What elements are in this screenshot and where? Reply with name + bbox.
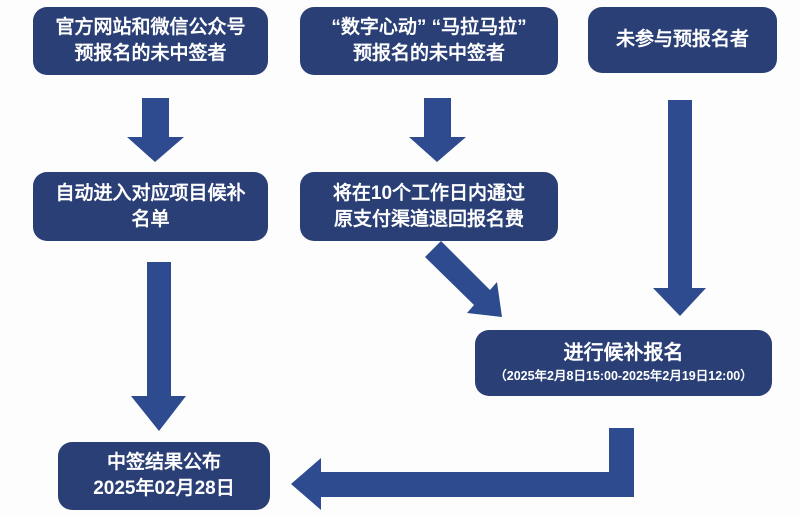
node-result-announcement: 中签结果公布 2025年02月28日 (58, 442, 270, 510)
node-text-line: 中签结果公布 (106, 452, 221, 474)
node-no-prereg: 未参与预报名者 (588, 7, 777, 73)
node-text-line: 未参与预报名者 (615, 29, 749, 51)
node-period: （2025年2月8日15:00-2025年2月19日12:00） (494, 369, 753, 384)
node-text-line: 2025年02月28日 (93, 478, 235, 499)
node-text-line: “数字心动” “马拉马拉” (331, 17, 527, 39)
node-refund: 将在10个工作日内通过 原支付渠道退回报名费 (300, 172, 558, 241)
node-text-line: 官方网站和微信公众号 (55, 17, 246, 39)
node-text-line: 原支付渠道退回报名费 (333, 208, 524, 230)
arrow-makeup-to-result-icon (291, 428, 634, 510)
node-text-line: 预报名的未中签者 (352, 43, 505, 64)
node-text-line: 名单 (131, 208, 170, 230)
node-text-line: 预报名的未中签者 (74, 43, 227, 64)
arrow-noprereg-to-makeup-icon (653, 100, 706, 316)
arrow-website-to-waitlist-icon (127, 98, 184, 162)
node-text-line: 自动进入对应项目候补 (55, 182, 246, 204)
node-apps-prereg-losers: “数字心动” “马拉马拉” 预报名的未中签者 (300, 7, 558, 75)
node-auto-waitlist: 自动进入对应项目候补 名单 (33, 172, 268, 241)
arrow-waitlist-to-result-icon (131, 262, 186, 431)
node-website-prereg-losers: 官方网站和微信公众号 预报名的未中签者 (33, 7, 268, 75)
arrow-apps-to-refund-icon (409, 98, 466, 162)
node-makeup-registration: 进行候补报名 （2025年2月8日15:00-2025年2月19日12:00） (475, 330, 772, 396)
node-text-line: 将在10个工作日内通过 (332, 182, 526, 204)
node-title: 进行候补报名 (563, 342, 684, 365)
arrow-refund-to-makeup-icon (425, 241, 502, 317)
